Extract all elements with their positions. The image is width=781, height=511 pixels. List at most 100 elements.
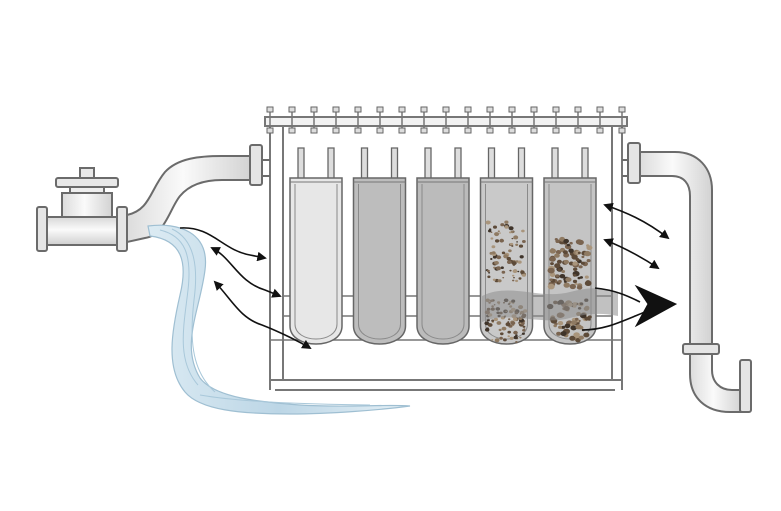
debris-particle [509,336,514,340]
debris-particle [550,262,554,266]
debris-particle [486,269,490,273]
debris-particle [494,232,500,237]
debris-particle [564,323,571,329]
flow-arrows [179,203,678,349]
filter-bag-icon [416,147,470,345]
debris-particle [547,283,555,290]
debris-particle [569,241,573,245]
debris-particle [485,328,490,332]
debris-particle [512,274,515,277]
debris-particle [580,261,585,265]
debris-particle [510,230,514,234]
debris-particle [488,228,492,231]
debris-particle [566,243,571,247]
debris-particle [513,330,518,335]
debris-particle [491,245,496,249]
debris-particle [513,235,519,240]
debris-particle [499,336,503,340]
bolt-icon [288,106,296,134]
debris-particle [569,283,576,290]
debris-particle [504,225,509,229]
debris-particle [513,277,515,279]
debris-particle [493,317,498,322]
debris-particle [494,338,500,343]
debris-particle [515,341,518,343]
debris-particle [515,279,519,283]
debris-particle [584,280,592,286]
debris-particle [572,261,578,266]
debris-particle [556,259,562,264]
debris-particle [521,273,526,277]
debris-particle [491,319,495,322]
debris-particle [571,320,577,325]
debris-particle [578,335,584,340]
debris-particle [501,251,506,255]
debris-particle [487,275,491,279]
bolt-icon [442,106,450,134]
debris-particle [502,277,505,279]
debris-particle [554,263,561,269]
bolt-icon [420,106,428,134]
bolt-icon [354,106,362,134]
debris-particle [503,338,507,342]
debris-particle [520,321,525,326]
debris-particle [515,334,518,337]
bolt-icon [376,106,384,134]
debris-particle [511,237,514,240]
flow-arrow-icon [603,238,660,270]
bolt-icon [552,106,560,134]
debris-particle [576,320,580,323]
debris-particle [584,275,589,279]
debris-particle [504,220,509,224]
debris-particle [512,279,515,282]
debris-particle [517,260,522,264]
debris-particle [495,239,500,243]
debris-particle [508,318,511,321]
bolt-icon [332,106,340,134]
debris-particle [499,232,501,234]
debris-particle [561,270,566,273]
bolt-icon [574,106,582,134]
debris-particle [513,317,518,322]
debris-particle [509,242,514,246]
debris-particle [517,270,520,273]
debris-particle [518,277,522,280]
outlet-pipe-icon [622,142,752,413]
debris-particle [508,226,514,231]
debris-particle [497,279,502,283]
debris-particle [576,285,583,290]
debris-particle [581,255,585,259]
debris-particle [509,269,512,272]
frame-bolts [266,106,626,134]
debris-particle [556,331,562,336]
debris-particle [586,245,593,251]
bolt-icon [596,106,604,134]
debris-particle [559,274,566,279]
flow-arrow-icon [603,203,670,240]
debris-particle [584,316,590,321]
debris-particle [560,331,567,337]
debris-particle [490,237,494,240]
debris-particle [493,225,497,229]
flow-band [482,288,618,322]
debris-particle [507,321,510,323]
debris-particle [503,254,509,259]
debris-particle [508,249,512,253]
debris-particle [575,324,582,330]
filter-bag-icon [352,147,407,345]
debris-particle [501,270,506,274]
bolt-icon [618,106,626,134]
debris-particle [521,229,525,233]
debris-particle [500,266,504,270]
debris-particle [513,335,518,340]
debris-particle [501,326,507,331]
debris-particle [568,248,574,253]
debris-particle [554,253,560,258]
bolt-icon [310,106,318,134]
bolt-icon [486,106,494,134]
flow-arrow-icon [213,280,312,349]
debris-particle [583,332,590,338]
debris-particle [573,267,578,271]
